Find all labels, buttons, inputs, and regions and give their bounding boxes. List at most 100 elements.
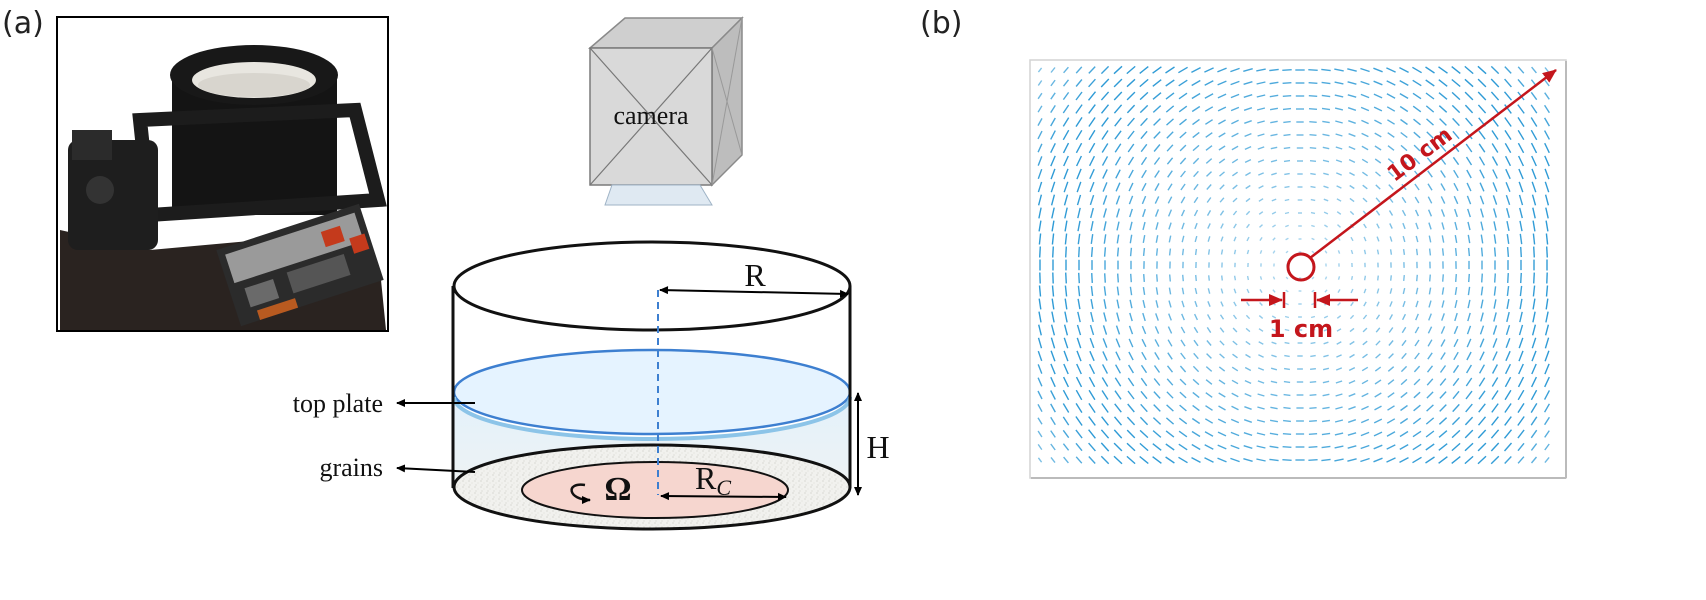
velocity-vector	[1246, 236, 1250, 242]
velocity-vector	[1064, 207, 1068, 219]
velocity-vector	[1363, 236, 1367, 242]
one-cm-label: 1 cm	[1269, 315, 1333, 343]
velocity-vector	[1233, 301, 1237, 307]
velocity-vector	[1374, 158, 1382, 164]
velocity-vector	[1452, 117, 1460, 127]
velocity-vector	[1517, 142, 1525, 154]
velocity-vector	[1179, 144, 1187, 152]
velocity-vector	[1233, 288, 1237, 294]
velocity-vector	[1089, 194, 1095, 206]
velocity-vector	[1465, 377, 1473, 387]
velocity-vector	[1168, 235, 1172, 243]
velocity-vector	[1259, 276, 1263, 280]
velocity-vector	[1193, 339, 1199, 347]
velocity-vector	[1283, 159, 1291, 163]
velocity-vector	[1466, 182, 1472, 192]
velocity-vector	[1165, 105, 1175, 113]
velocity-vector	[1194, 287, 1198, 295]
velocity-vector	[1479, 338, 1485, 348]
velocity-vector	[1140, 364, 1148, 374]
top-plate	[452, 348, 852, 436]
velocity-vector	[1205, 158, 1213, 164]
velocity-vector	[1090, 207, 1094, 219]
velocity-vector	[1361, 145, 1369, 151]
velocity-vector	[1100, 78, 1110, 88]
velocity-vector	[1090, 234, 1094, 244]
velocity-vector	[1192, 131, 1200, 139]
velocity-vector	[1284, 367, 1290, 371]
velocity-vector	[1282, 446, 1292, 448]
velocity-vector	[1506, 208, 1510, 218]
velocity-vector	[1530, 429, 1538, 439]
velocity-vector	[1310, 328, 1316, 332]
velocity-vector	[1453, 169, 1459, 179]
velocity-vector	[1491, 377, 1499, 387]
velocity-vector	[1478, 403, 1486, 413]
velocity-vector	[1062, 416, 1070, 426]
velocity-vector	[1050, 67, 1056, 73]
velocity-vector	[1088, 104, 1096, 114]
velocity-vector	[1128, 338, 1134, 348]
velocity-vector	[1064, 311, 1068, 323]
velocity-vector	[1245, 327, 1251, 333]
velocity-vector	[1245, 340, 1251, 346]
velocity-vector	[1544, 142, 1550, 154]
velocity-vector	[1401, 196, 1407, 204]
velocity-vector	[1386, 418, 1396, 424]
velocity-vector	[1490, 78, 1500, 88]
velocity-vector	[1165, 430, 1175, 438]
velocity-vector	[1114, 364, 1122, 374]
velocity-vector	[1126, 429, 1136, 439]
velocity-vector	[1178, 443, 1188, 451]
velocity-vector	[1191, 66, 1201, 74]
velocity-vector	[1493, 312, 1497, 322]
velocity-vector	[1075, 104, 1083, 114]
velocity-vector	[1308, 433, 1318, 435]
velocity-vector	[1270, 159, 1278, 163]
velocity-vector	[1050, 390, 1056, 400]
velocity-vector	[1283, 393, 1291, 397]
velocity-vector	[1505, 350, 1511, 362]
grains-pointer	[396, 464, 476, 473]
velocity-vector	[1194, 248, 1198, 256]
rc-label-main: R	[695, 460, 717, 496]
velocity-vector	[1387, 379, 1395, 385]
velocity-vector	[1347, 68, 1357, 72]
velocity-vector	[1506, 311, 1510, 323]
velocity-vector	[1401, 352, 1407, 360]
velocity-vector	[1477, 416, 1487, 426]
velocity-vector	[1309, 134, 1317, 136]
velocity-vector	[1440, 339, 1446, 347]
velocity-vector	[1493, 234, 1497, 244]
velocity-vector	[1439, 144, 1447, 152]
velocity-vector	[1336, 328, 1342, 332]
velocity-vector	[1400, 365, 1408, 373]
velocity-vector	[1062, 443, 1070, 451]
velocity-vector	[1115, 169, 1121, 179]
velocity-vector	[1360, 80, 1370, 86]
velocity-vector	[1050, 92, 1056, 100]
velocity-vector	[1179, 378, 1187, 386]
velocity-vector	[1322, 120, 1330, 124]
velocity-vector	[1388, 353, 1394, 359]
velocity-vector	[1219, 327, 1225, 333]
velocity-vector	[1259, 237, 1263, 241]
velocity-vector	[1062, 403, 1070, 413]
velocity-vector	[1466, 169, 1472, 179]
panel-b-label: (b)	[920, 6, 962, 41]
velocity-vector	[1412, 430, 1422, 438]
velocity-vector	[1349, 171, 1355, 177]
velocity-vector	[1270, 380, 1278, 384]
velocity-vector	[1140, 130, 1148, 140]
velocity-vector	[1127, 143, 1135, 153]
velocity-vector	[1321, 458, 1331, 462]
velocity-vector	[1544, 324, 1550, 336]
velocity-vector	[1258, 341, 1264, 345]
velocity-vector	[1232, 314, 1238, 320]
velocity-vector	[1064, 298, 1068, 310]
velocity-vector	[1399, 105, 1409, 113]
velocity-vector	[1114, 390, 1122, 400]
velocity-vector	[1272, 289, 1276, 293]
velocity-vector	[1533, 272, 1535, 284]
velocity-vector	[1350, 301, 1354, 307]
